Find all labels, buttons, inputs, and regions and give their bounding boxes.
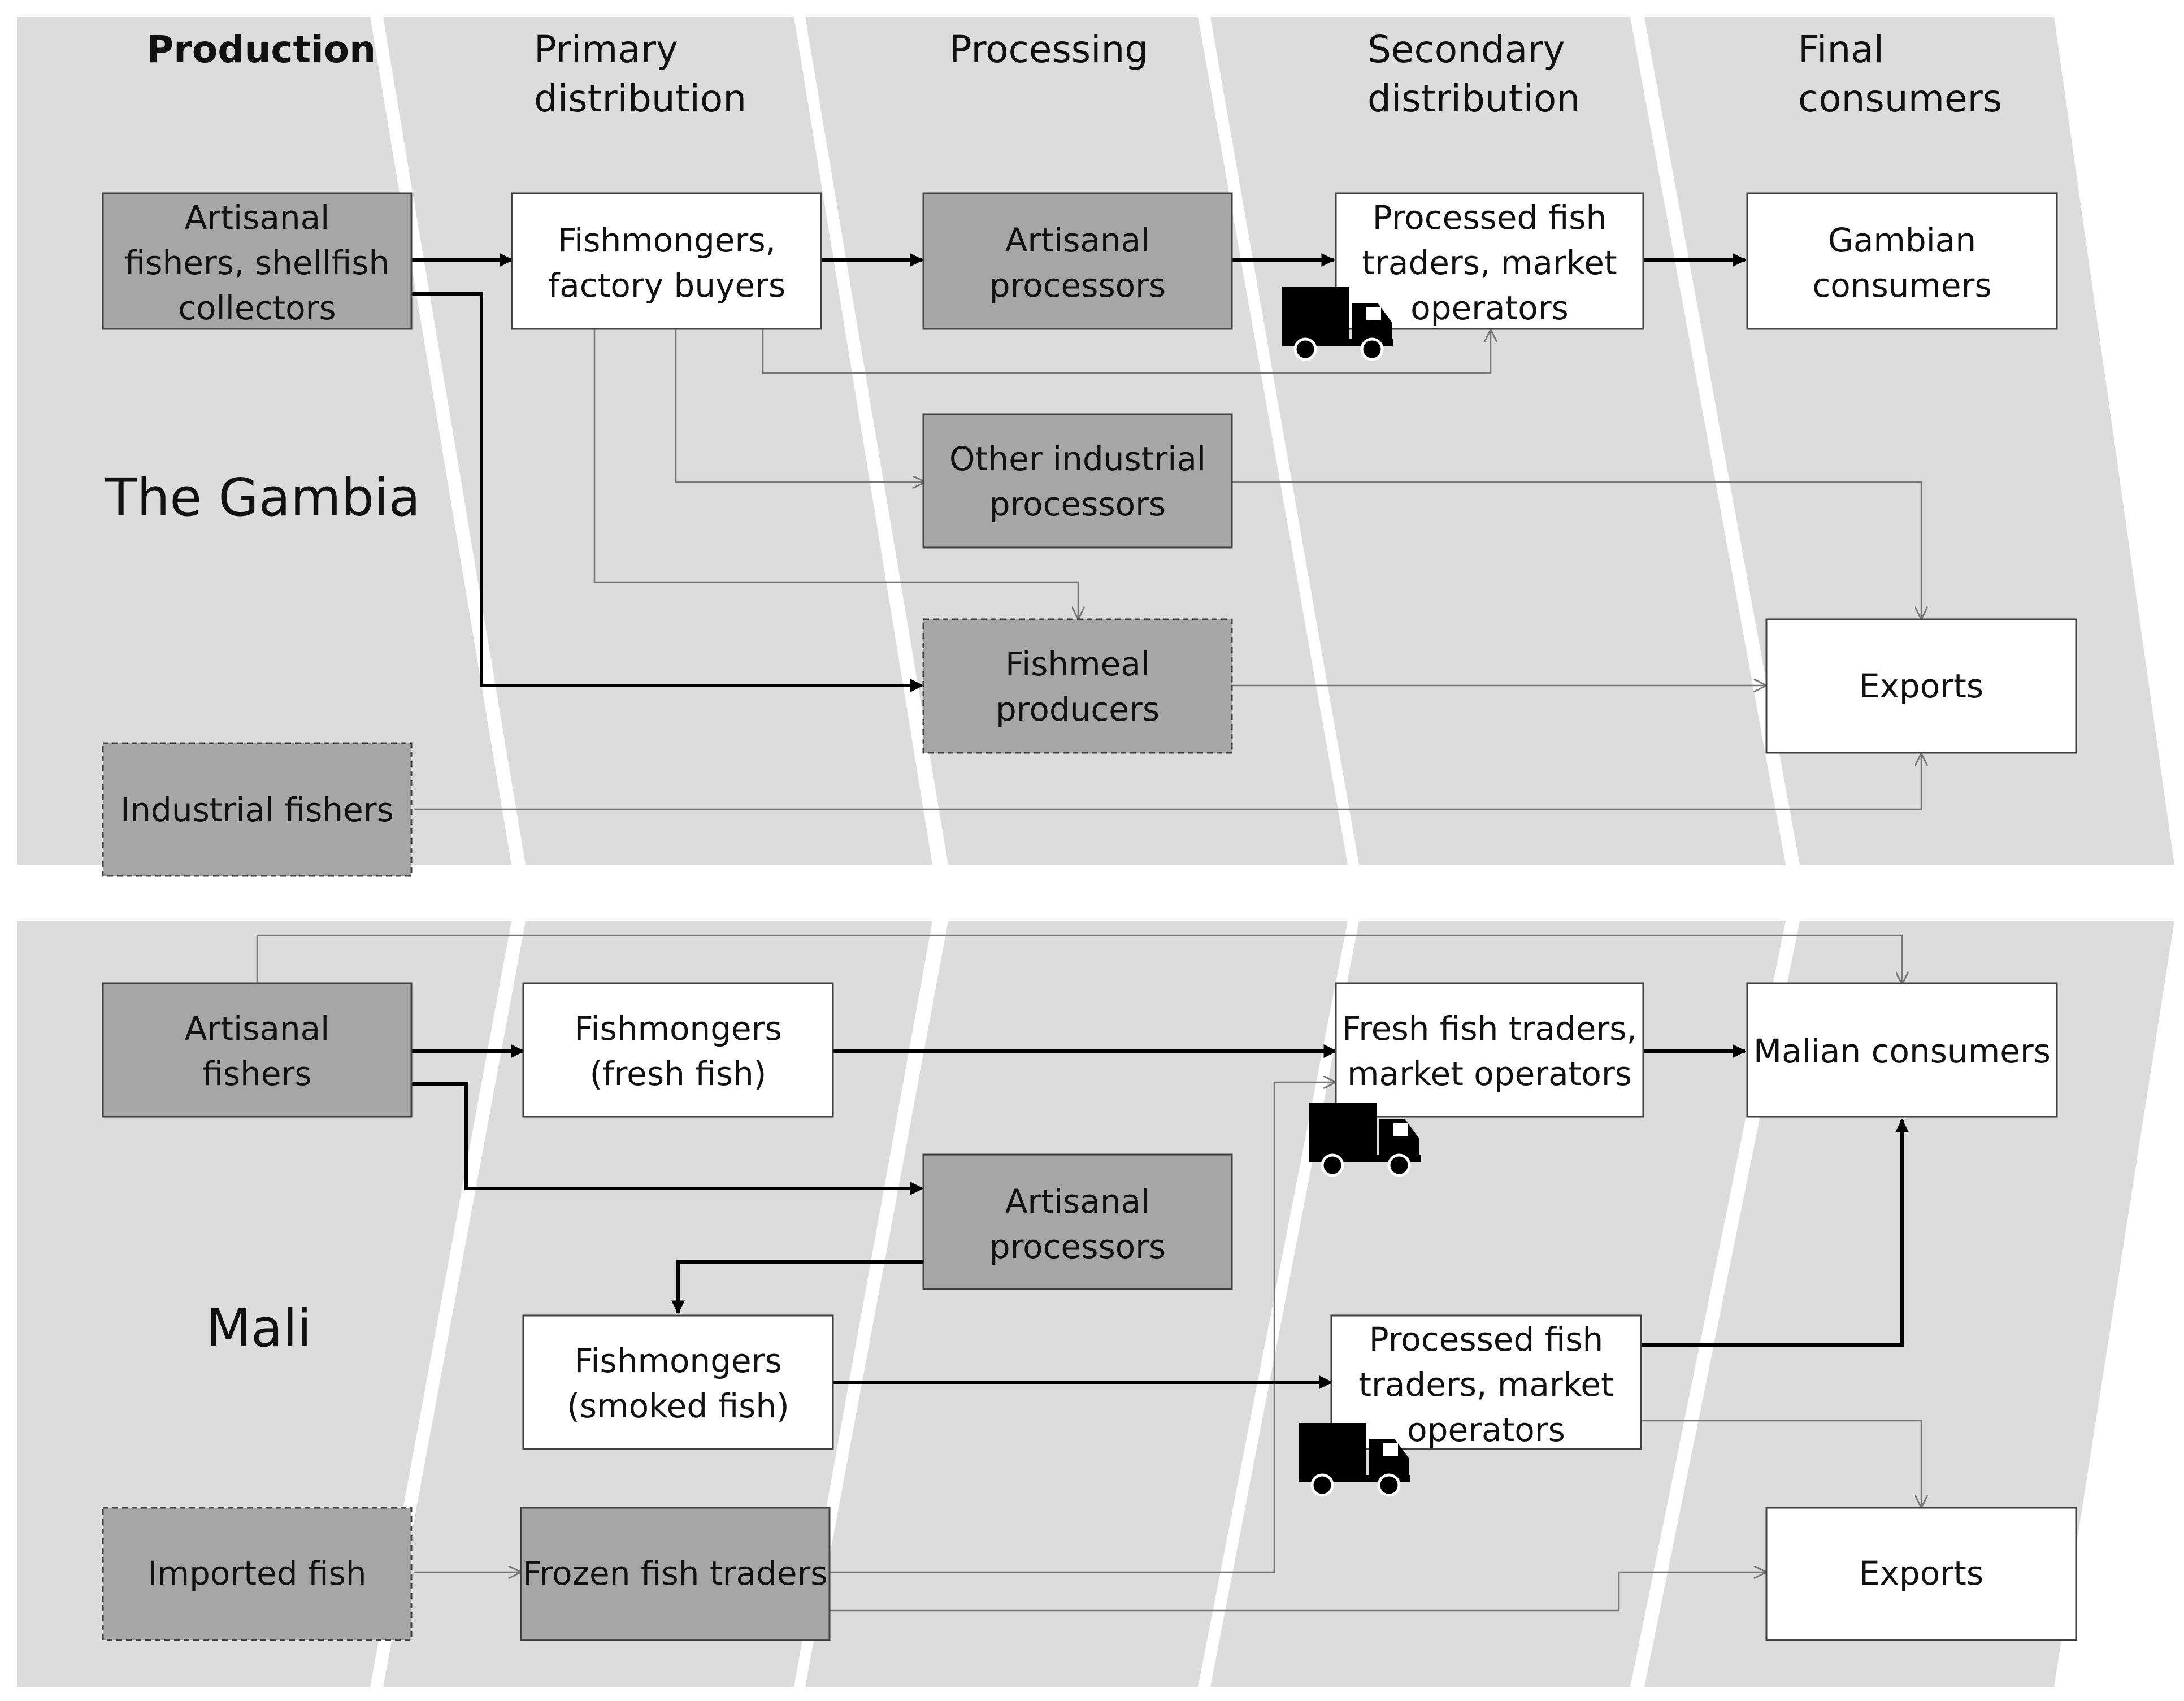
gm-other-processors-line1: Other industrial — [949, 440, 1206, 478]
gm-fishmeal-line2: producers — [996, 690, 1160, 728]
gm-fishmeal-line1: Fishmeal — [1005, 645, 1150, 683]
ml-processed-traders-line3: operators — [1407, 1411, 1565, 1449]
gm-other-processors-line2: processors — [989, 485, 1166, 523]
ml-box-fishmongers-fresh: Fishmongers (fresh fish) — [522, 982, 834, 1118]
gm-processed-traders-line3: operators — [1410, 289, 1569, 327]
ml-exports-label: Exports — [1859, 1554, 1983, 1592]
gm-consumers-line2: consumers — [1812, 266, 1991, 305]
arrow-gm-other-processors-to-exports — [1232, 481, 1921, 619]
arrow-ml-fishers-to-processors — [411, 1082, 924, 1195]
gm-artisanal-processors-line2: processors — [989, 266, 1166, 305]
gm-box-fishmeal-producers: Fishmeal producers — [922, 618, 1233, 754]
ml-fishmongers-smoked-line2: (smoked fish) — [567, 1387, 789, 1425]
truck-icon — [1299, 1423, 1410, 1497]
ml-box-fishmongers-smoked: Fishmongers (smoked fish) — [522, 1314, 834, 1450]
ml-artisanal-processors-line2: processors — [989, 1227, 1166, 1266]
ml-box-malian-consumers: Malian consumers — [1746, 982, 2058, 1118]
ml-fishmongers-fresh-line1: Fishmongers — [574, 1009, 782, 1048]
ml-processed-traders-line1: Processed fish — [1369, 1320, 1603, 1359]
ml-box-imported-fish: Imported fish — [102, 1507, 413, 1641]
gambia-connectors — [411, 253, 1921, 810]
gm-artisanal-fishers-line3: collectors — [178, 289, 336, 327]
arrow-gm-fishers-to-fishmeal — [411, 292, 924, 692]
arrow-gm-industrial-to-exports — [414, 753, 1921, 810]
truck-icon — [1282, 287, 1393, 361]
gm-box-fishmongers: Fishmongers, factory buyers — [511, 192, 822, 330]
arrow-gm-fishmongers-to-fishmeal — [593, 329, 1078, 619]
ml-fishmongers-smoked-line1: Fishmongers — [574, 1342, 782, 1380]
header-production: Production — [146, 28, 376, 71]
header-processing: Processing — [949, 28, 1148, 71]
gm-box-gambian-consumers: Gambian consumers — [1746, 192, 2058, 330]
ml-box-fresh-traders: Fresh fish traders, market operators — [1335, 982, 1644, 1118]
gm-fishmongers-line2: factory buyers — [548, 266, 785, 305]
ml-artisanal-processors-line1: Artisanal — [1005, 1182, 1150, 1221]
gm-box-other-processors: Other industrial processors — [922, 413, 1233, 549]
gm-exports-label: Exports — [1859, 667, 1983, 705]
truck-icon — [1309, 1103, 1421, 1177]
ml-consumers-label: Malian consumers — [1753, 1032, 2051, 1070]
header-final-line2: consumers — [1798, 77, 2002, 120]
gm-artisanal-fishers-line1: Artisanal — [185, 198, 330, 237]
gm-box-processed-traders: Processed fish traders, market operators — [1335, 192, 1644, 330]
mali-connectors — [256, 934, 1921, 1612]
arrow-ml-processors-to-smoked — [671, 1260, 923, 1314]
arrow-ml-fishers-to-consumers — [256, 934, 1902, 984]
ml-fresh-traders-line1: Fresh fish traders, — [1342, 1009, 1637, 1048]
gm-artisanal-processors-line1: Artisanal — [1005, 221, 1150, 259]
gm-consumers-line1: Gambian — [1828, 221, 1976, 259]
ml-box-processed-traders: Processed fish traders, market operators — [1330, 1314, 1642, 1450]
ml-box-artisanal-processors: Artisanal processors — [922, 1153, 1233, 1290]
arrow-ml-frozen-to-exports — [830, 1572, 1766, 1612]
header-secondary-line1: Secondary — [1367, 28, 1565, 71]
country-label-mali: Mali — [206, 1298, 312, 1359]
band-processing-bottom — [805, 921, 1348, 1687]
ml-processed-traders-line2: traders, market — [1358, 1365, 1613, 1404]
ml-fresh-traders-line2: market operators — [1347, 1055, 1632, 1093]
header-secondary-line2: distribution — [1367, 77, 1580, 120]
arrow-gm-fishmongers-to-traders — [762, 329, 1491, 374]
ml-artisanal-fishers-line2: fishers — [202, 1055, 311, 1093]
gm-box-industrial-fishers: Industrial fishers — [102, 742, 413, 877]
ml-fishmongers-fresh-line2: (fresh fish) — [590, 1055, 767, 1093]
country-label-gambia: The Gambia — [105, 467, 420, 528]
arrow-ml-processed-to-consumers — [1641, 1118, 1909, 1347]
ml-box-frozen-traders: Frozen fish traders — [520, 1507, 831, 1641]
ml-artisanal-fishers-line1: Artisanal — [185, 1009, 330, 1048]
gm-box-artisanal-fishers: Artisanal fishers, shellfish collectors — [102, 192, 413, 330]
gm-artisanal-fishers-line2: fishers, shellfish — [125, 244, 390, 282]
arrow-ml-processed-to-exports — [1641, 1420, 1921, 1508]
header-primary-line1: Primary — [534, 28, 678, 71]
gm-box-artisanal-processors: Artisanal processors — [922, 192, 1233, 330]
arrow-ml-frozen-to-fresh-traders — [830, 1082, 1336, 1573]
gm-processed-traders-line2: traders, market — [1362, 244, 1617, 282]
ml-imported-fish-label: Imported fish — [148, 1554, 367, 1592]
ml-frozen-traders-label: Frozen fish traders — [523, 1554, 827, 1592]
ml-box-exports: Exports — [1765, 1507, 2077, 1641]
gm-fishmongers-line1: Fishmongers, — [558, 221, 776, 259]
header-primary-line2: distribution — [534, 77, 746, 120]
ml-box-artisanal-fishers: Artisanal fishers — [102, 982, 413, 1118]
gm-box-exports: Exports — [1765, 618, 2077, 754]
gm-industrial-fishers-label: Industrial fishers — [120, 791, 394, 829]
gm-processed-traders-line1: Processed fish — [1373, 198, 1606, 237]
header-final-line1: Final — [1798, 28, 1884, 71]
arrow-gm-fishmongers-to-other-processors — [675, 329, 925, 482]
